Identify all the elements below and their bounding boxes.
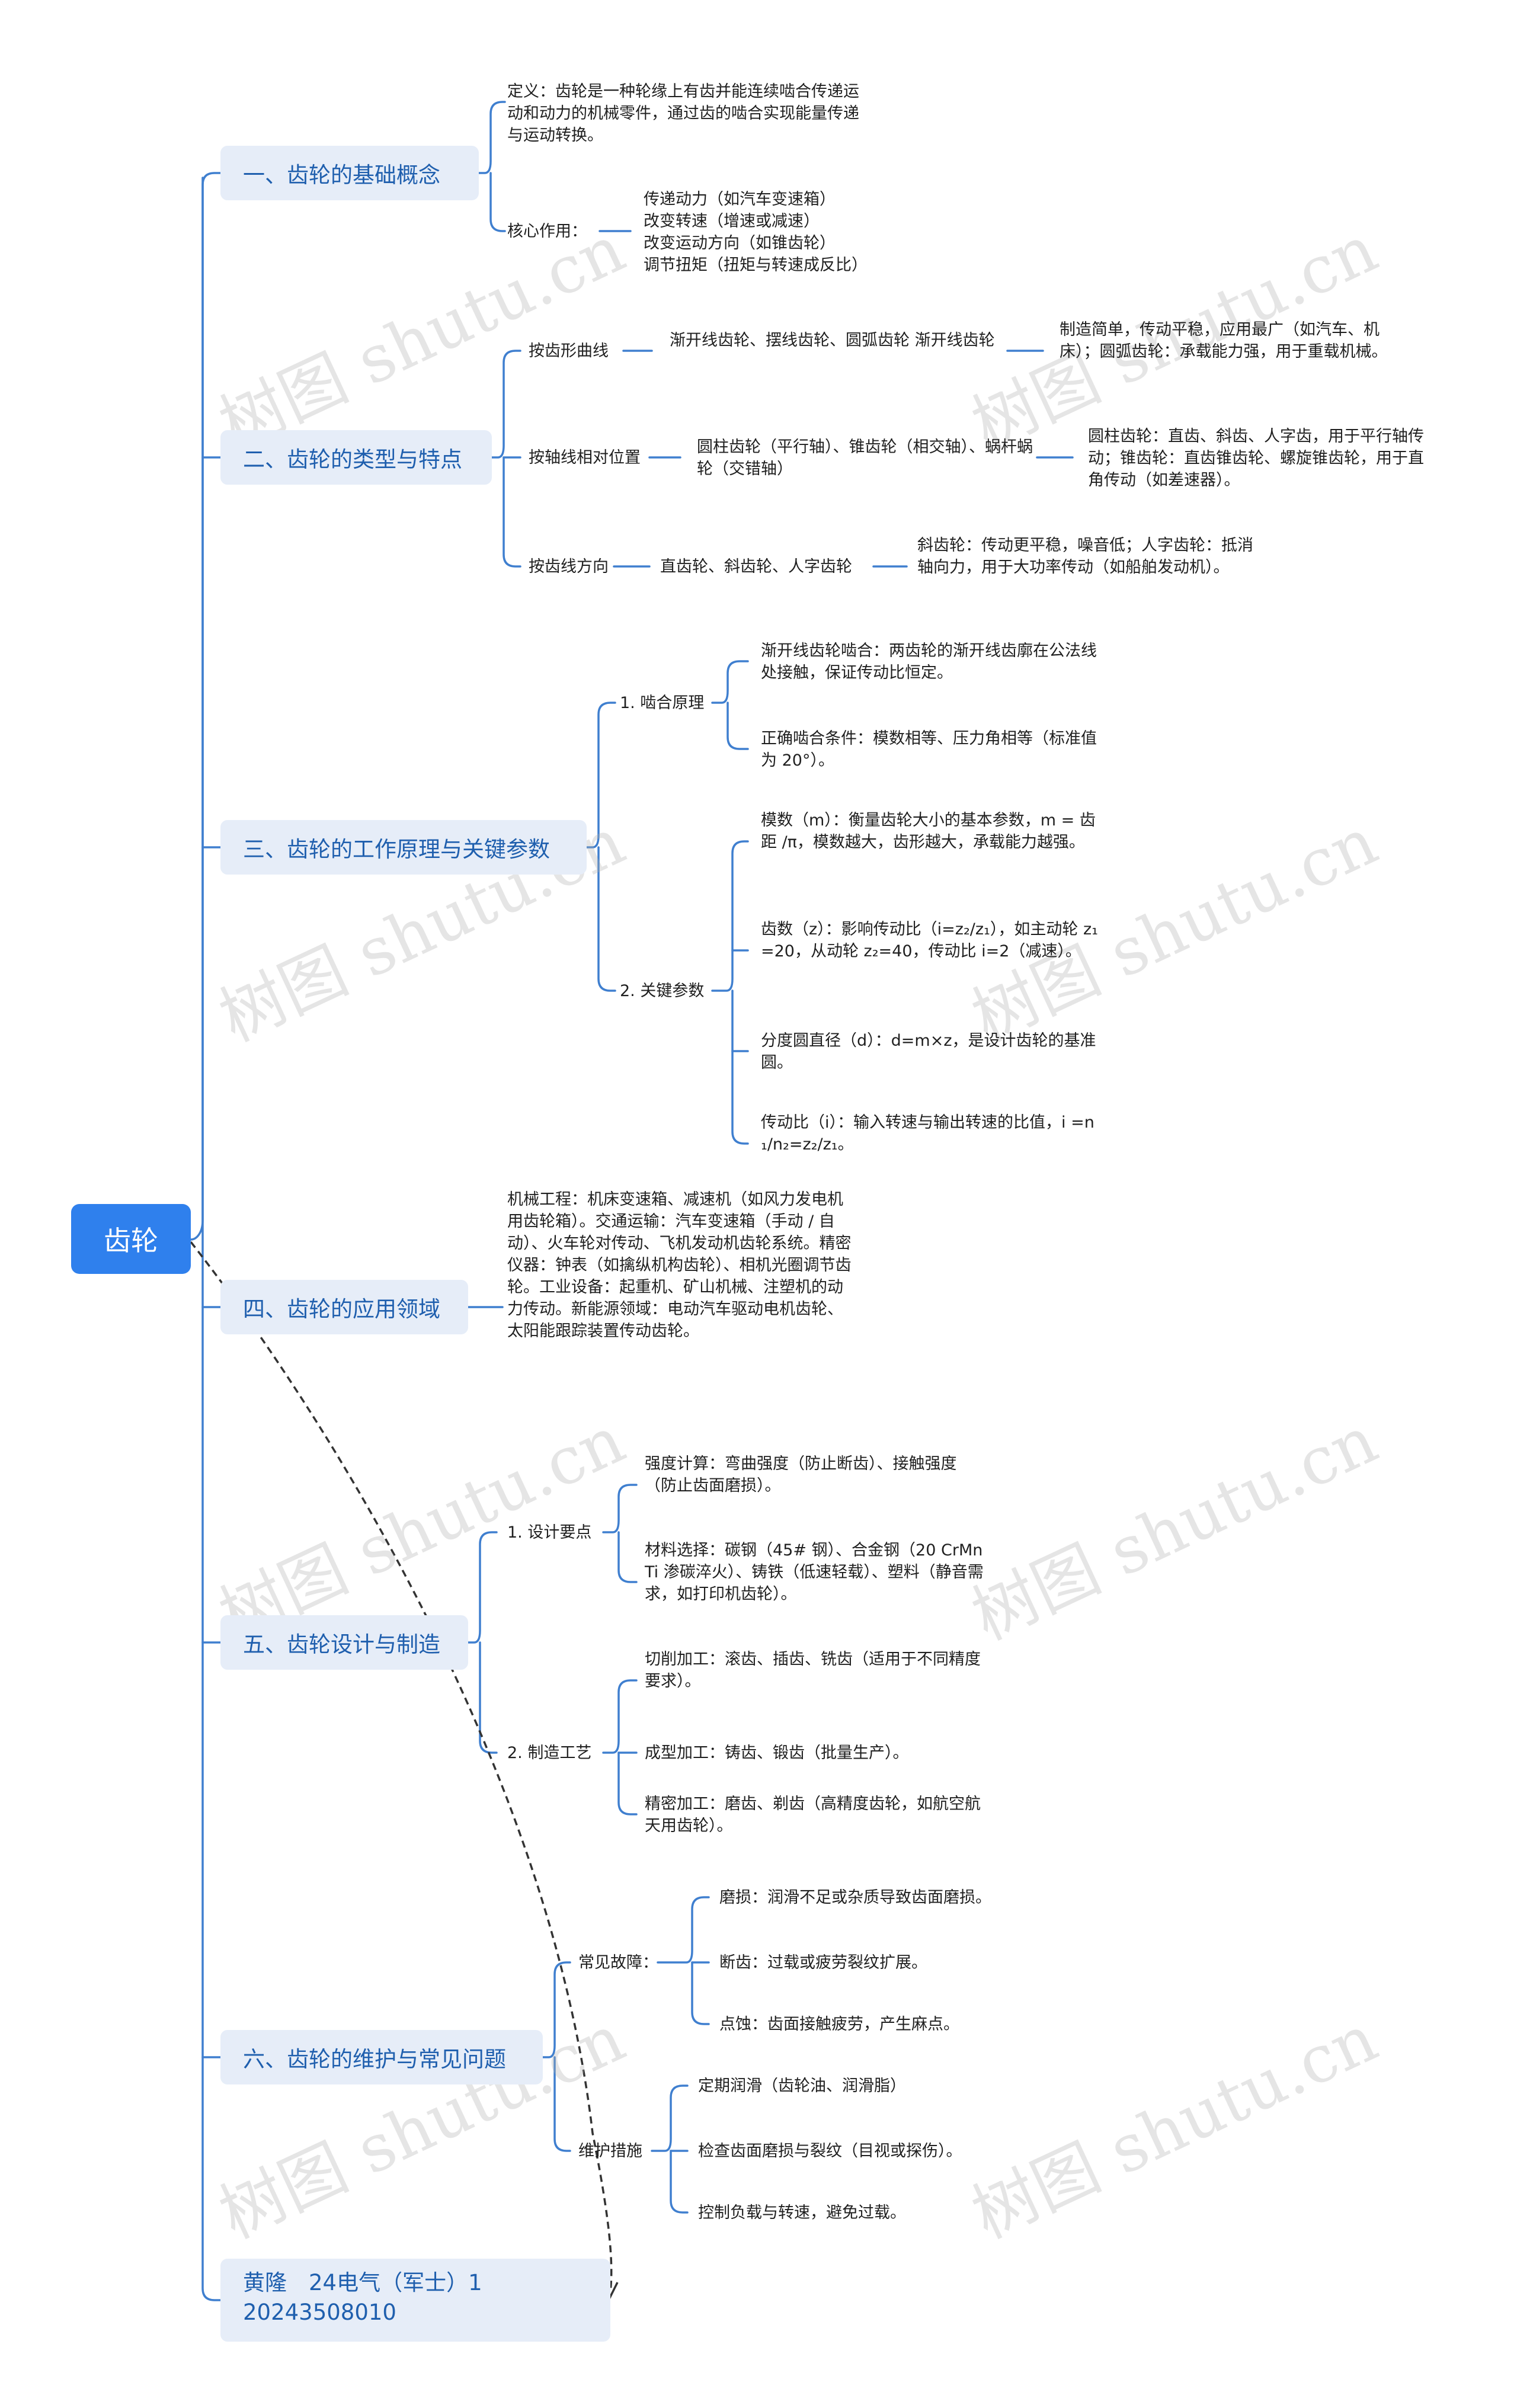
applications-text: 机械工程：机床变速箱、减速机（如风力发电机用齿轮箱）。交通运输：汽车变速箱（手动…	[507, 1190, 852, 1340]
core-role-item: 传递动力（如汽车变速箱）	[644, 190, 836, 209]
fault-item: 断齿：过载或疲劳裂纹扩展。	[719, 1954, 927, 1972]
type-group-types: 圆柱齿轮（平行轴）、锥齿轮（相交轴）、蜗杆蜗轮（交错轴）	[697, 438, 1033, 478]
definition-text: 定义：齿轮是一种轮缘上有齿并能连续啮合传递运动和动力的机械零件，通过齿的啮合实现…	[507, 82, 859, 145]
process-item: 精密加工：磨齿、剃齿（高精度齿轮，如航空航天用齿轮）。	[645, 1795, 981, 1835]
maintenance-label: 维护措施	[578, 2142, 642, 2160]
param-item: 模数（m）：衡量齿轮大小的基本参数，m = 齿距 /π，模数越大，齿形越大，承载…	[761, 811, 1096, 851]
design-points-label: 1. 设计要点	[507, 1523, 592, 1542]
type-group-feature: 制造简单，传动平稳，应用最广（如汽车、机床）；圆弧齿轮：承载能力强，用于重载机械…	[1060, 321, 1388, 361]
type-group-types: 直齿轮、斜齿轮、人字齿轮	[660, 558, 852, 576]
section-applications[interactable]: 四、齿轮的应用领域	[220, 1280, 468, 1334]
design-item: 强度计算：弯曲强度（防止断齿）、接触强度（防止齿面磨损）。	[645, 1455, 957, 1495]
section-principles[interactable]: 三、齿轮的工作原理与关键参数	[220, 820, 587, 875]
process-item: 成型加工：铸齿、锻齿（批量生产）。	[645, 1744, 909, 1762]
care-item: 定期润滑（齿轮油、润滑脂）	[698, 2077, 906, 2095]
type-group-types: 渐开线齿轮、摆线齿轮、圆弧齿轮 渐开线齿轮	[670, 331, 995, 350]
param-item: 传动比（i）：输入转速与输出转速的比值，i =n₁/n₂=z₂/z₁。	[761, 1113, 1094, 1154]
common-faults-label: 常见故障：	[578, 1954, 658, 1972]
param-item: 分度圆直径（d）：d=m×z，是设计齿轮的基准圆。	[761, 1032, 1096, 1072]
param-item: 齿数（z）：影响传动比（i=z₂/z₁），如主动轮 z₁=20，从动轮 z₂=4…	[761, 920, 1098, 960]
section-basic-concepts[interactable]: 一、齿轮的基础概念	[220, 146, 479, 200]
mesh-principle-label: 1. 啮合原理	[620, 694, 705, 712]
core-role-label: 核心作用：	[507, 222, 587, 241]
type-group-label: 按轴线相对位置	[529, 449, 641, 467]
key-params-label: 2. 关键参数	[620, 982, 705, 1000]
core-role-item: 改变运动方向（如锥齿轮）	[644, 234, 836, 252]
care-item: 检查齿面磨损与裂纹（目视或探伤）。	[698, 2142, 962, 2160]
type-group-feature: 斜齿轮：传动更平稳，噪音低；人字齿轮：抵消轴向力，用于大功率传动（如船舶发动机）…	[917, 536, 1253, 577]
core-role-item: 改变转速（增速或减速）	[644, 212, 820, 230]
core-role-item: 调节扭矩（扭矩与转速成反比）	[644, 256, 868, 274]
care-item: 控制负载与转速，避免过载。	[698, 2204, 906, 2222]
section-maintenance[interactable]: 六、齿轮的维护与常见问题	[220, 2030, 543, 2084]
manufacturing-label: 2. 制造工艺	[507, 1744, 592, 1762]
author-note[interactable]: 黄隆 24电气（军士）1 20243508010	[220, 2259, 610, 2342]
mesh-item: 渐开线齿轮啮合：两齿轮的渐开线齿廓在公法线处接触，保证传动比恒定。	[761, 642, 1097, 682]
section-types[interactable]: 二、齿轮的类型与特点	[220, 430, 492, 485]
process-item: 切削加工：滚齿、插齿、铣齿（适用于不同精度要求）。	[645, 1650, 981, 1690]
type-group-label: 按齿线方向	[529, 558, 609, 576]
design-item: 材料选择：碳钢（45# 钢）、合金钢（20 CrMnTi 渗碳淬火）、铸铁（低速…	[645, 1541, 984, 1603]
type-group-feature: 圆柱齿轮：直齿、斜齿、人字齿，用于平行轴传动；锥齿轮：直齿锥齿轮、螺旋锥齿轮，用…	[1088, 427, 1424, 489]
fault-item: 点蚀：齿面接触疲劳，产生麻点。	[719, 2015, 959, 2034]
type-group-label: 按齿形曲线	[529, 342, 609, 360]
section-design-manufacturing[interactable]: 五、齿轮设计与制造	[220, 1615, 468, 1670]
fault-item: 磨损：润滑不足或杂质导致齿面磨损。	[719, 1888, 991, 1907]
root-node[interactable]: 齿轮	[71, 1204, 191, 1274]
mesh-item: 正确啮合条件：模数相等、压力角相等（标准值为 20°）。	[761, 729, 1097, 770]
